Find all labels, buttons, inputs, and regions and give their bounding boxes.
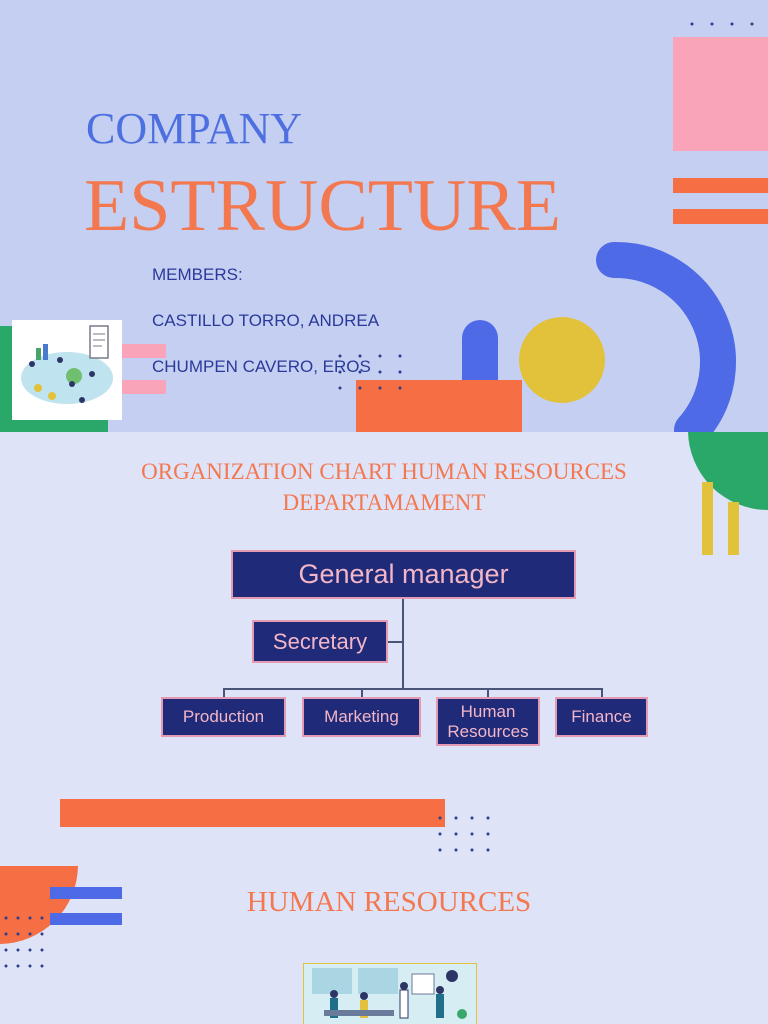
orange-bar-decoration	[60, 799, 445, 827]
connector-line	[402, 598, 404, 690]
connector-line	[487, 688, 489, 698]
member-name: CHUMPEN CAVERO, EROS	[152, 357, 371, 376]
office-team-illustration-image	[303, 963, 477, 1024]
pink-square-decoration	[673, 37, 768, 151]
cover-slide: COMPANY ESTRUCTURE MEMBERS: CASTILLO TOR…	[0, 0, 768, 432]
org-box-finance: Finance	[555, 697, 648, 737]
yellow-circle-decoration	[519, 317, 605, 403]
dot-grid-lower	[432, 810, 498, 854]
team-illustration-image	[12, 320, 122, 420]
title-company: COMPANY	[86, 104, 303, 153]
section-title: HUMAN RESOURCES	[246, 886, 532, 918]
title-estructure: ESTRUCTURE	[84, 165, 561, 247]
connector-line	[388, 641, 404, 643]
pink-stripe-decoration	[110, 344, 166, 358]
org-box-production: Production	[161, 697, 286, 737]
orange-stripe-decoration	[673, 209, 768, 224]
pink-stripe-decoration	[110, 380, 166, 394]
blue-stripe-decoration	[50, 887, 122, 899]
yellow-bar-decoration	[728, 502, 739, 555]
yellow-bar-decoration	[702, 482, 713, 555]
slide-heading-line: DEPARTAMAMENT	[282, 490, 486, 515]
blue-stripe-decoration	[50, 913, 122, 925]
dot-grid-bottom-left	[0, 910, 46, 972]
connector-line	[223, 688, 225, 698]
slide-heading-line: ORGANIZATION CHART HUMAN RESOURCES	[141, 459, 627, 484]
orange-stripe-decoration	[673, 178, 768, 193]
members-label: MEMBERS:	[152, 265, 243, 284]
dot-grid-center	[330, 348, 410, 398]
org-box-secretary: Secretary	[252, 620, 388, 663]
connector-line	[223, 688, 603, 690]
slide-heading: ORGANIZATION CHART HUMAN RESOURCES DEPAR…	[0, 456, 768, 518]
org-box-general-manager: General manager	[231, 550, 576, 599]
org-box-marketing: Marketing	[302, 697, 421, 737]
org-box-human-resources: Human Resources	[436, 697, 540, 746]
org-chart-slide: ORGANIZATION CHART HUMAN RESOURCES DEPAR…	[0, 432, 768, 1024]
connector-line	[361, 688, 363, 698]
connector-line	[601, 688, 603, 698]
member-name: CASTILLO TORRO, ANDREA	[152, 311, 380, 330]
